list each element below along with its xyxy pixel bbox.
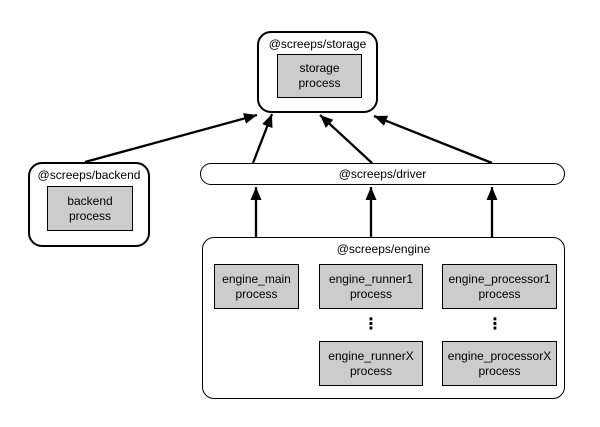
arrow-driver-to-storage-2 [319, 114, 373, 164]
node-backend-label: @screeps/backend [37, 168, 141, 182]
node-driver-label: @screeps/driver [338, 167, 427, 181]
process-backend: backend process [47, 186, 133, 231]
process-engine-main: engine_main process [214, 264, 299, 309]
arrow-backend-to-storage [84, 113, 258, 164]
node-backend: @screeps/backend backend process [28, 162, 150, 247]
vertical-ellipsis-runner: ⋮ [363, 316, 379, 333]
node-engine-label: @screeps/engine [336, 242, 431, 256]
vertical-ellipsis-processor: ⋮ [487, 316, 503, 333]
arrow-driver-to-storage-1 [251, 113, 274, 164]
process-engine-runner1: engine_runner1 process [319, 264, 423, 309]
arrow-driver-to-storage-3 [373, 114, 493, 165]
node-driver: @screeps/driver [200, 163, 565, 185]
node-storage: @screeps/storage storage process [257, 31, 378, 113]
node-storage-label: @screeps/storage [268, 37, 367, 51]
node-engine: @screeps/engine engine_main process engi… [202, 237, 565, 399]
process-engine-processorX: engine_processorX process [442, 341, 557, 386]
process-engine-runnerX: engine_runnerX process [319, 341, 423, 386]
process-engine-processor1: engine_processor1 process [442, 264, 557, 309]
process-storage: storage process [277, 54, 362, 98]
